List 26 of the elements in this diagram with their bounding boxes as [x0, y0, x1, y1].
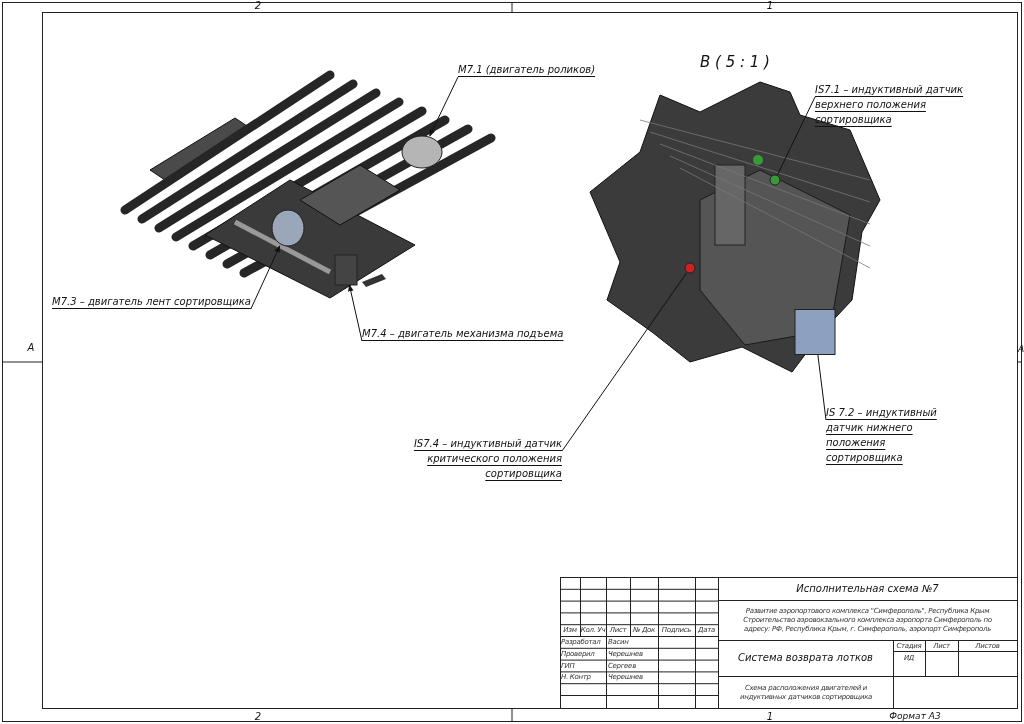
- leader-line: [348, 284, 363, 342]
- callout-text: M7.1 (двигатель роликов): [458, 62, 596, 77]
- zone-marker: 2: [254, 710, 262, 723]
- motor-drawing: [334, 254, 358, 286]
- sensor-drawing: [769, 174, 781, 186]
- callout-text: IS7.4 – индуктивный датчик критического положения сортировщика: [400, 436, 562, 481]
- callout-text: M7.4 – двигатель механизма подъема: [362, 326, 564, 341]
- zone-marker: 2: [254, 0, 262, 12]
- zone-marker: 1: [766, 710, 774, 723]
- sensor-drawing: [684, 262, 696, 274]
- title-block-text: Исполнительная схема №7: [796, 583, 939, 595]
- leader-line: [561, 272, 687, 452]
- zone-marker: 1: [766, 0, 774, 12]
- sensor-drawing: [794, 309, 836, 355]
- zone-marker: A: [27, 342, 35, 354]
- leader-line: [250, 245, 281, 310]
- motor-drawing: [401, 135, 443, 169]
- leader-line: [429, 76, 459, 137]
- sheet-format-text: Формат А3: [889, 710, 941, 722]
- motor-drawing: [271, 209, 305, 247]
- leader-line: [817, 354, 827, 421]
- view-label: B ( 5 : 1 ): [700, 53, 770, 71]
- callout-text: IS 7.2 – индуктивный датчик нижнего положения сортировщика: [826, 405, 956, 465]
- leader-line: [776, 96, 816, 176]
- callout-text: M7.3 – двигатель лент сортировщика: [52, 294, 251, 309]
- title-block-text: Система возврата лотков: [738, 652, 873, 664]
